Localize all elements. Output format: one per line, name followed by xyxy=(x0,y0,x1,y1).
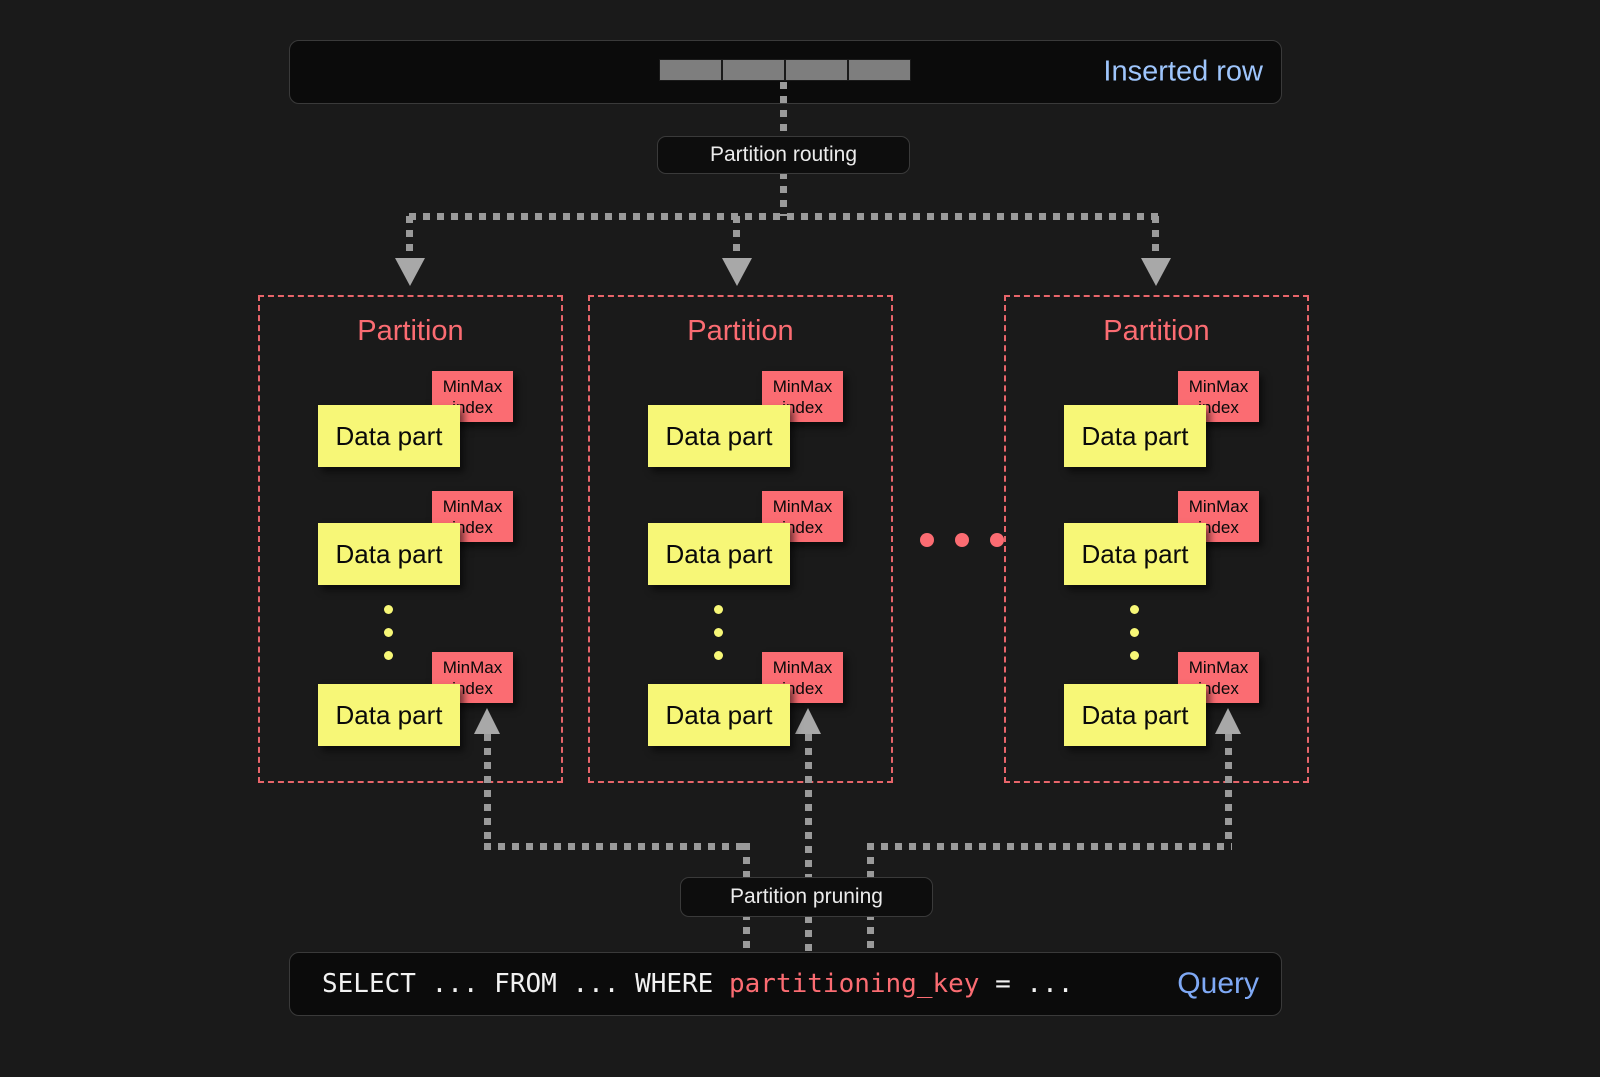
partitions-ellipsis xyxy=(920,533,1004,547)
row-cell xyxy=(659,59,722,81)
data-part-box: Data part xyxy=(318,405,460,467)
minmax-index-box: MinMax index xyxy=(1178,652,1259,703)
arrow-down-partition-2 xyxy=(722,258,752,286)
minmax-index-label: MinMax index xyxy=(772,376,833,417)
arrow-down-partition-3 xyxy=(1141,258,1171,286)
minmax-index-label: MinMax index xyxy=(1188,496,1249,537)
minmax-index-label: MinMax index xyxy=(772,496,833,537)
row-cell xyxy=(785,59,848,81)
data-part-box: Data part xyxy=(648,684,790,746)
minmax-index-label: MinMax index xyxy=(1188,376,1249,417)
data-part-box: Data part xyxy=(1064,523,1206,585)
data-part-box: Data part xyxy=(1064,405,1206,467)
connector-bus-to-partition-1 xyxy=(406,216,413,264)
partition-pruning-label: Partition pruning xyxy=(730,885,883,908)
data-parts-ellipsis xyxy=(1130,605,1139,674)
data-part-box: Data part xyxy=(318,684,460,746)
partition-box-3[interactable]: Partition MinMax index Data part MinMax … xyxy=(1004,295,1309,783)
partition-box-1[interactable]: Partition MinMax index Data part MinMax … xyxy=(258,295,563,783)
connector-bus-to-partition-3 xyxy=(1152,216,1159,264)
connector-row-to-routing xyxy=(780,82,787,138)
partition-title: Partition xyxy=(687,315,794,347)
data-parts-ellipsis xyxy=(714,605,723,674)
partition-routing-label: Partition routing xyxy=(709,143,858,166)
ellipsis-dot xyxy=(920,533,934,547)
query-suffix: = ... xyxy=(979,969,1074,999)
connector-pruning-to-partition-3 xyxy=(1225,734,1232,846)
data-parts-ellipsis xyxy=(384,605,393,674)
minmax-index-label: MinMax index xyxy=(442,657,503,698)
data-part-box: Data part xyxy=(648,523,790,585)
partition-title: Partition xyxy=(357,315,464,347)
connector-pruning-to-partition-1 xyxy=(484,734,491,846)
ellipsis-dot xyxy=(955,533,969,547)
connector-pruning-to-partition-2 xyxy=(805,734,812,952)
inserted-row-label: Inserted row xyxy=(1103,55,1263,88)
arrow-up-partition-1 xyxy=(474,708,500,734)
query-highlight-partitioning-key: partitioning_key xyxy=(729,969,980,999)
connector-pruning-bus-left xyxy=(484,843,746,850)
query-prefix: SELECT ... FROM ... WHERE xyxy=(322,969,729,999)
routing-fanout-bus xyxy=(409,213,1159,220)
arrow-up-partition-3 xyxy=(1215,708,1241,734)
data-part-box: Data part xyxy=(318,523,460,585)
row-cell xyxy=(848,59,911,81)
minmax-index-label: MinMax index xyxy=(442,496,503,537)
row-cell xyxy=(722,59,785,81)
data-part-box: Data part xyxy=(1064,684,1206,746)
ellipsis-dot xyxy=(990,533,1004,547)
partition-pruning-box[interactable]: Partition pruning xyxy=(680,877,933,917)
connector-routing-to-bus xyxy=(780,172,787,216)
inserted-row-cells xyxy=(659,59,911,81)
minmax-index-label: MinMax index xyxy=(772,657,833,698)
query-bar: SELECT ... FROM ... WHERE partitioning_k… xyxy=(289,952,1282,1016)
partition-title: Partition xyxy=(1103,315,1210,347)
data-part-box: Data part xyxy=(648,405,790,467)
arrow-down-partition-1 xyxy=(395,258,425,286)
connector-bus-to-partition-2 xyxy=(733,216,740,264)
query-text: SELECT ... FROM ... WHERE partitioning_k… xyxy=(322,969,1073,999)
connector-pruning-bus-right xyxy=(867,843,1232,850)
partition-routing-box[interactable]: Partition routing xyxy=(657,136,910,174)
arrow-up-partition-2 xyxy=(795,708,821,734)
minmax-index-label: MinMax index xyxy=(442,376,503,417)
minmax-index-label: MinMax index xyxy=(1188,657,1249,698)
partition-box-2[interactable]: Partition MinMax index Data part MinMax … xyxy=(588,295,893,783)
query-label: Query xyxy=(1177,967,1259,1000)
